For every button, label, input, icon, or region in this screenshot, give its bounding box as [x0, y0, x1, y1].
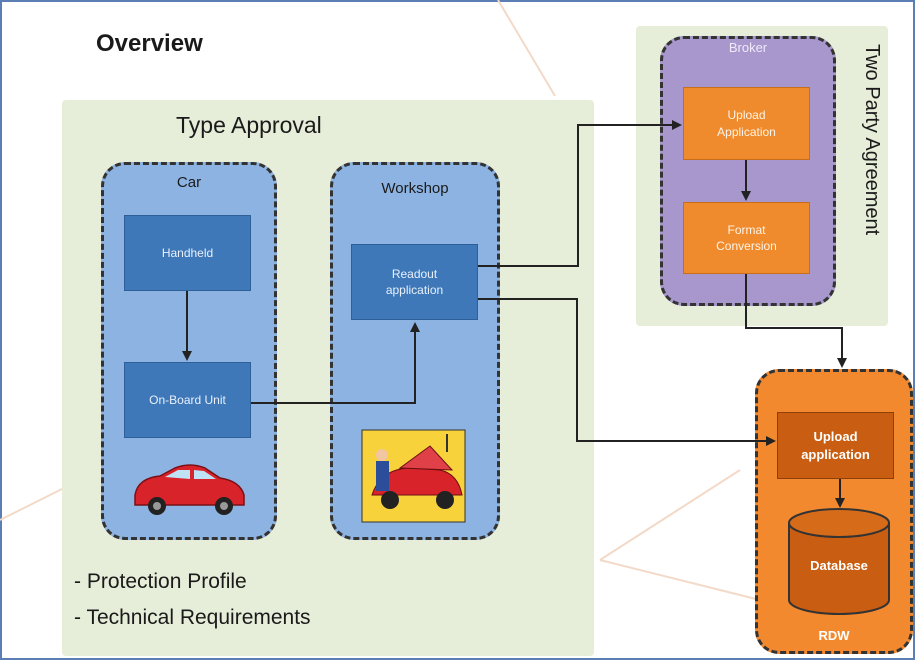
handheld-box: Handheld [124, 215, 251, 291]
car-label: Car [176, 174, 202, 191]
note-technical-requirements: - Technical Requirements [74, 606, 311, 629]
onboard-unit-box: On-Board Unit [124, 362, 251, 438]
readout-application-box: Readout application [351, 244, 478, 320]
format-conversion-box: Format Conversion [683, 202, 810, 274]
type-approval-label: Type Approval [176, 112, 322, 138]
page-title: Overview [96, 30, 203, 57]
database-label: Database [810, 558, 868, 573]
arrow-readout-to-rdw-upload [478, 298, 776, 446]
rdw-label: RDW [818, 628, 850, 643]
car-icon [134, 464, 245, 515]
mechanic-icon [361, 429, 466, 523]
broker-label: Broker [728, 40, 768, 55]
upload-application-box: Upload Application [683, 87, 810, 160]
note-protection-profile: - Protection Profile [74, 570, 247, 593]
two-party-agreement-label: Two Party Agreement [861, 44, 883, 236]
arrow-format-to-rdw [745, 274, 847, 368]
arrow-readout-to-broker-upload [478, 120, 682, 267]
database-icon [788, 508, 890, 615]
arrow-onboard-to-readout [251, 322, 420, 404]
rdw-upload-application-box: Upload application [777, 412, 894, 479]
workshop-label: Workshop [381, 180, 449, 197]
